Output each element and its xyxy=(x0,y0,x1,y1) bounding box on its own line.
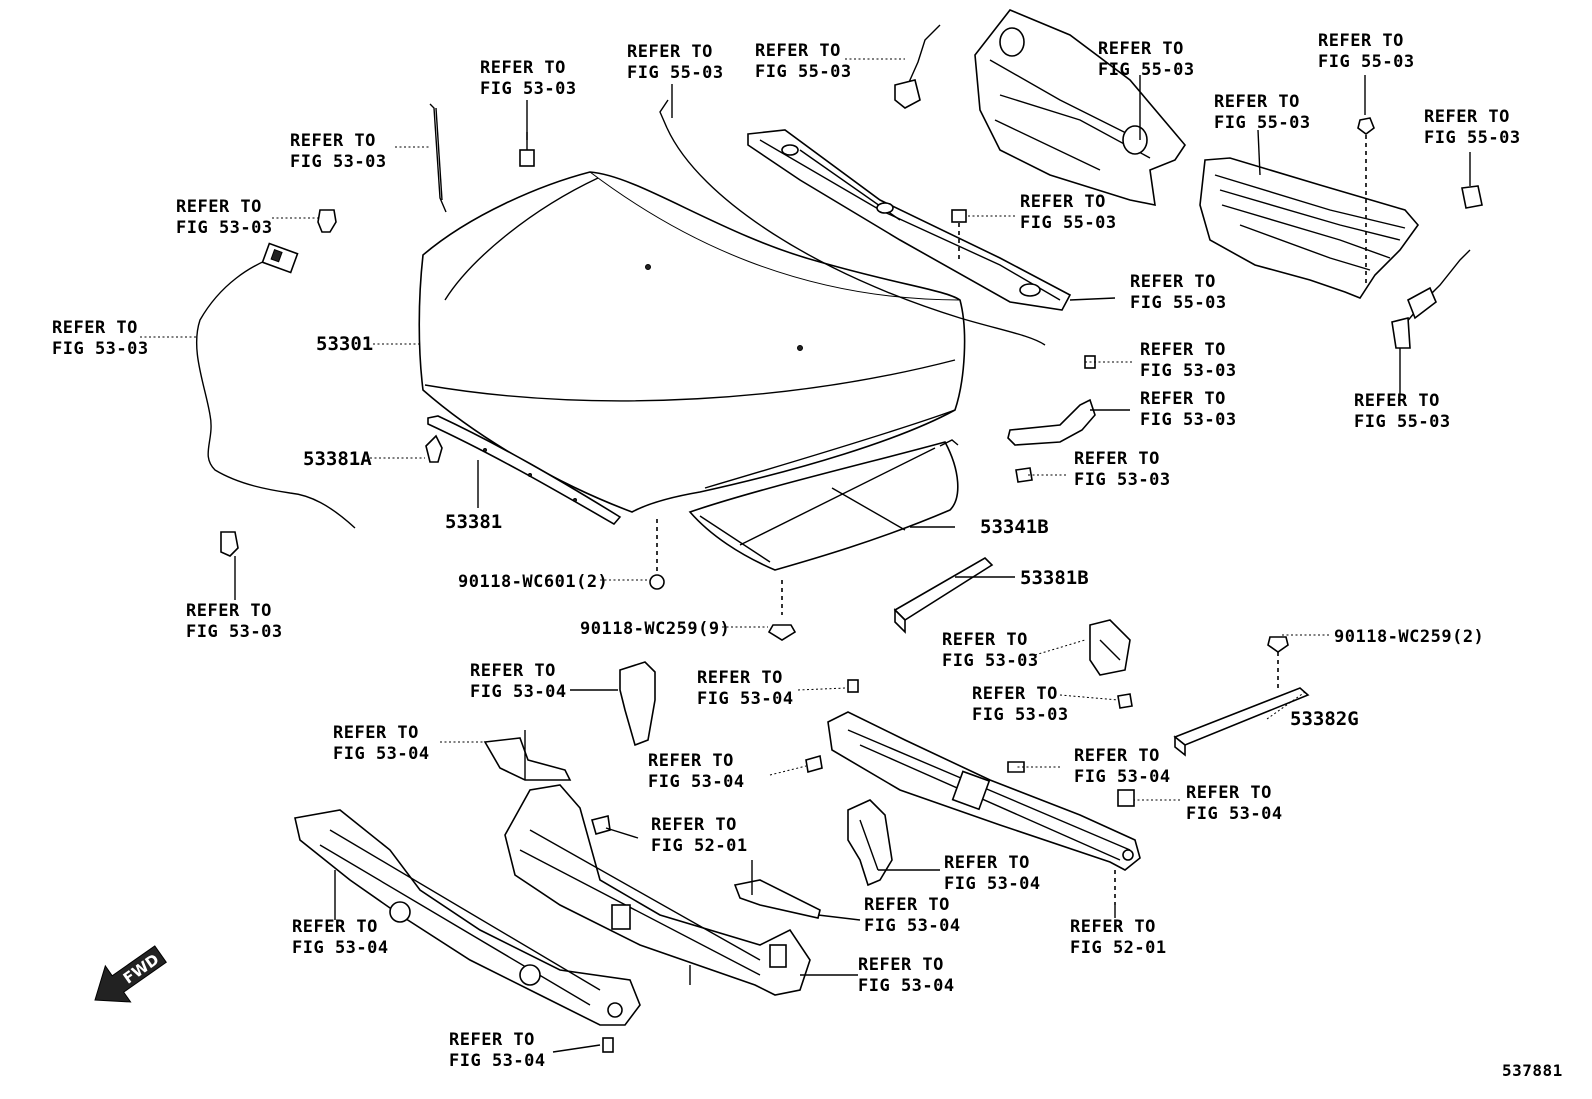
side-support-bracket[interactable] xyxy=(847,799,893,887)
diagram-id: 537881 xyxy=(1502,1061,1563,1080)
clip-wc259-icon[interactable] xyxy=(767,624,797,641)
radiator-support-upper[interactable] xyxy=(827,711,1141,905)
bolt-icon[interactable] xyxy=(602,1037,614,1053)
hood-seal-b[interactable] xyxy=(893,557,994,634)
label-hood-53301[interactable]: 53301 xyxy=(316,333,374,355)
label-clip-wc601[interactable]: 90118-WC601(2) xyxy=(458,572,609,592)
support-bracket-icon[interactable] xyxy=(483,730,572,781)
label-clip-wc259-9[interactable]: 90118-WC259(9) xyxy=(580,619,731,639)
clip-icon[interactable] xyxy=(220,531,239,557)
hinge-bracket-icon[interactable] xyxy=(1391,249,1471,349)
fwd-arrow-icon: FWD xyxy=(94,945,167,1003)
clip-icon[interactable] xyxy=(1007,761,1025,773)
hood-panel[interactable] xyxy=(418,171,966,513)
cowl-side-panel[interactable] xyxy=(1199,157,1420,299)
label-hood-insulator-53341b[interactable]: 53341B xyxy=(980,516,1049,538)
bolt-icon[interactable] xyxy=(1357,117,1375,285)
cowl-top-outer-panel[interactable] xyxy=(974,9,1186,207)
cowl-clip-icon[interactable] xyxy=(1461,185,1483,209)
hood-latch-bracket-icon[interactable] xyxy=(733,860,821,919)
clip-icon[interactable] xyxy=(317,209,337,233)
label-hood-seal-clip-53381a[interactable]: 53381A xyxy=(303,448,372,470)
clip-wc259-icon[interactable] xyxy=(1267,636,1289,690)
bolt-icon[interactable] xyxy=(847,679,859,693)
hood-weatherstrip[interactable] xyxy=(666,127,1046,346)
label-hood-seal-g-53382g[interactable]: 53382G xyxy=(1290,708,1359,730)
hood-front-seal[interactable] xyxy=(427,415,622,526)
hood-support-rod[interactable] xyxy=(429,103,447,213)
cowl-top-ventilator-panel[interactable] xyxy=(747,129,1072,311)
label-clip-wc259-2[interactable]: 90118-WC259(2) xyxy=(1334,627,1485,647)
label-hood-seal-53381[interactable]: 53381 xyxy=(445,511,503,533)
washer-nozzle-icon[interactable] xyxy=(894,24,941,109)
hood-seal-g[interactable] xyxy=(1173,687,1310,757)
hood-lock-assembly-icon[interactable] xyxy=(1089,619,1133,709)
bumper-rubber-icon[interactable] xyxy=(1117,789,1135,807)
support-bracket-icon[interactable] xyxy=(619,661,656,747)
radiator-support-lower-left[interactable] xyxy=(294,809,641,1026)
clip-wc601-icon[interactable] xyxy=(649,574,665,590)
hood-insulator[interactable] xyxy=(688,439,959,571)
radiator-support-lower-center[interactable] xyxy=(504,784,811,996)
label-hood-seal-b-53381b[interactable]: 53381B xyxy=(1020,567,1089,589)
clip-53381a-icon[interactable] xyxy=(425,434,443,463)
bolt-icon[interactable] xyxy=(805,754,823,774)
bolt-icon[interactable] xyxy=(591,815,611,835)
hood-release-cable[interactable] xyxy=(195,242,356,529)
cowl-clip-icon[interactable] xyxy=(951,209,967,223)
